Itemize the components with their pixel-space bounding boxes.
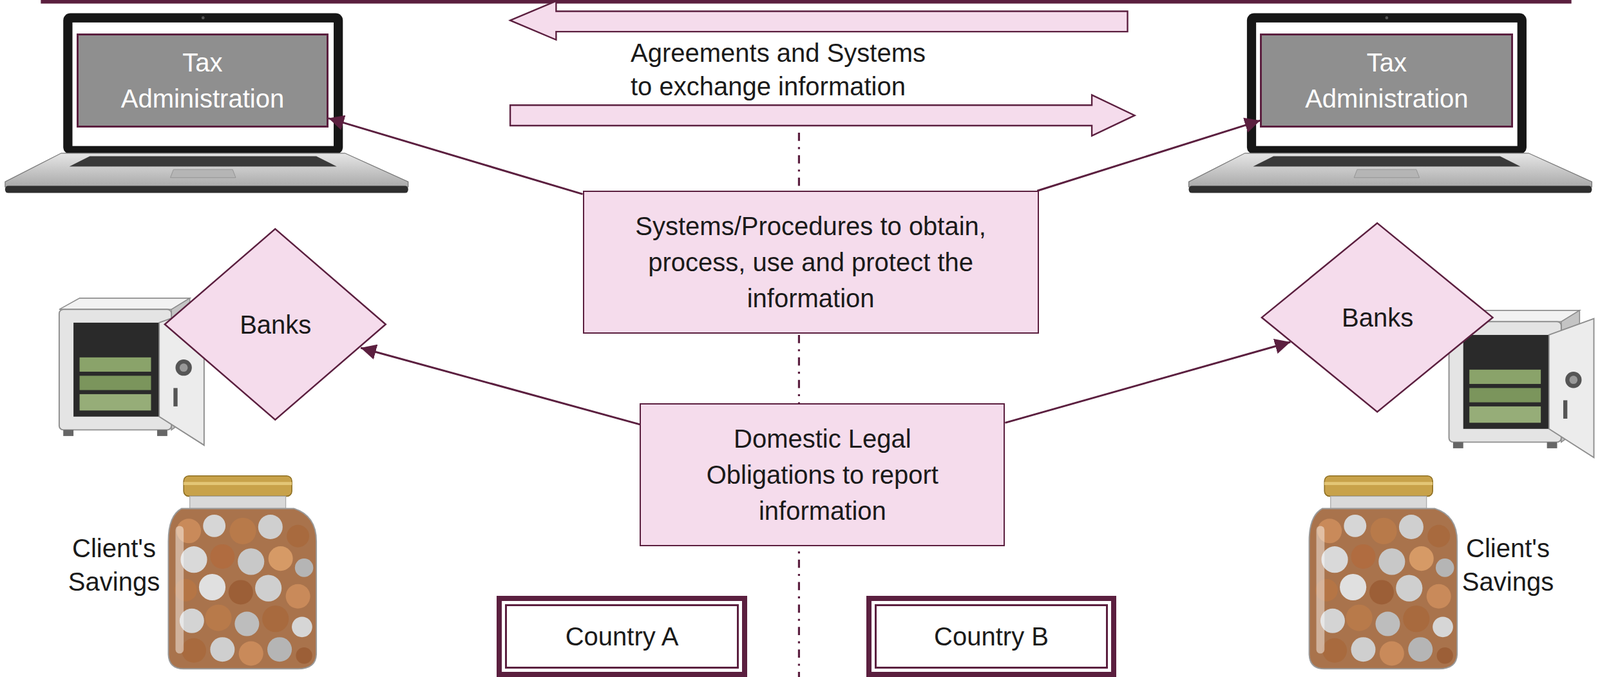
jar-icon-part [190, 495, 286, 509]
country-box: Country B [866, 595, 1117, 677]
safe-icon-part [63, 429, 74, 437]
process-box: Systems/Procedures to obtain, process, u… [582, 190, 1039, 334]
jar-icon [168, 476, 317, 670]
jar-icon-part [175, 525, 184, 654]
laptop-icon [5, 13, 409, 194]
connector-arrow [328, 118, 583, 195]
jar-icon-part [262, 605, 289, 632]
laptop-icon-part [170, 169, 236, 178]
laptop-icon-part [63, 13, 343, 155]
jar-icon-part [168, 508, 317, 669]
diamond-shape [164, 229, 386, 420]
savings-label: Client's Savings [1453, 531, 1563, 599]
laptop-icon-part [5, 186, 409, 194]
node-text: Domestic Legal Obligations to report inf… [687, 420, 958, 529]
safe-icon-part [59, 309, 172, 430]
jar-icon-part [183, 481, 292, 486]
safe-icon-part [157, 429, 168, 437]
safe-icon-part [59, 298, 191, 310]
jar-icon-part [209, 544, 235, 569]
laptop-icon-part [69, 156, 337, 167]
jar-icon [1309, 476, 1458, 670]
laptop-icon-part [5, 153, 409, 187]
node-text: Tax Administration [108, 44, 296, 117]
jar-icon-part [183, 476, 292, 497]
safe-icon-part [175, 359, 192, 376]
jar-icon-part [285, 584, 311, 609]
jar-icon-part [267, 637, 292, 662]
safe-icon-part [173, 387, 178, 407]
jar-icon-part [295, 647, 312, 664]
safe-icon-part [79, 357, 152, 372]
node-text: Banks [1341, 299, 1414, 336]
node-text: Country B [933, 618, 1049, 655]
jar-icon-part [268, 546, 294, 571]
jar-icon-part [228, 579, 254, 605]
connector-arrow [1004, 342, 1291, 423]
arrow-left [510, 1, 1128, 40]
jar-icon-part [181, 638, 207, 663]
laptop-icon-part [72, 22, 334, 147]
jar-icon-part [286, 524, 310, 548]
jar-icon-part [238, 641, 264, 667]
jar-icon-part [237, 548, 265, 575]
node-text: Country A [565, 618, 679, 655]
safe-icon-part [79, 394, 152, 411]
jar-icon-part [209, 637, 235, 662]
jar-icon-part [204, 604, 232, 631]
laptop-icon-part [201, 16, 205, 20]
connector-arrow [360, 347, 640, 425]
jar-icon-part [295, 558, 314, 578]
diamond-shape [1261, 222, 1494, 412]
decision-diamond: Banks [1259, 221, 1495, 414]
connector-arrow [1037, 120, 1260, 191]
screen-box: Tax Administration [76, 33, 329, 128]
node-text: Banks [239, 306, 312, 343]
jar-icon-part [199, 573, 226, 601]
arrow-right [510, 94, 1135, 136]
safe-icon-part [79, 375, 152, 390]
decision-diamond: Banks [162, 227, 388, 422]
exchange-label: Agreements and Systems to exchange infor… [630, 36, 940, 104]
safe-icon-part [179, 363, 189, 372]
laptop-icon [1189, 13, 1593, 194]
jar-icon-part [255, 574, 282, 601]
jar-icon-part [229, 517, 256, 545]
jar-icon-part [180, 546, 207, 573]
jar-icon-part [202, 514, 226, 538]
jar-icon-part [291, 616, 313, 638]
node-text: Tax Administration [1293, 44, 1481, 117]
savings-label: Client's Savings [59, 531, 169, 599]
screen-box: Tax Administration [1259, 33, 1514, 128]
safe-icon-part [73, 322, 160, 417]
country-box: Country A [496, 595, 747, 677]
node-text: Systems/Procedures to obtain, process, u… [617, 208, 1005, 317]
exchange-arrows [510, 1, 1135, 136]
top-rule [40, 0, 1572, 4]
process-box: Domestic Legal Obligations to report inf… [639, 403, 1005, 547]
jar-icon-part [234, 611, 259, 637]
jar-icon-part [258, 514, 283, 540]
